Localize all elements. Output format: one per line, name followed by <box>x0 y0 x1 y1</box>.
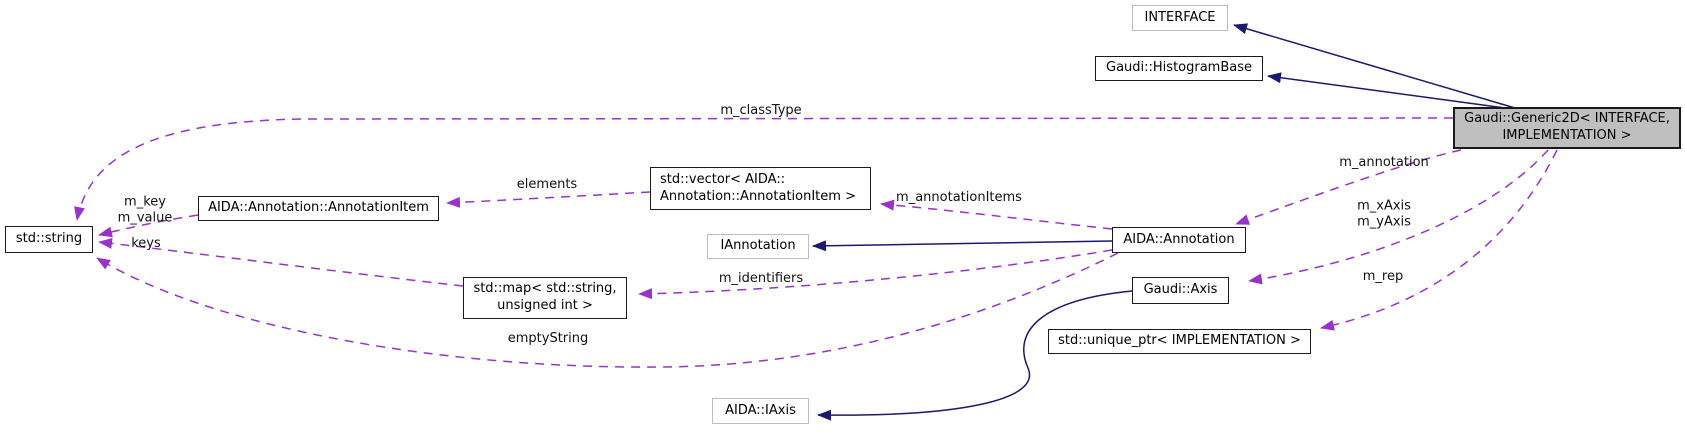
node-std-map[interactable]: std::map< std::string, unsigned int > <box>463 277 627 319</box>
node-gaudi-generic2d: Gaudi::Generic2D< INTERFACE, IMPLEMENTAT… <box>1453 107 1681 149</box>
edge-m-annotation <box>1235 149 1462 225</box>
edge-emptystring <box>96 252 1119 368</box>
edge-m-identifiers <box>638 249 1113 300</box>
edge-m-xaxis-m-yaxis <box>1248 149 1549 285</box>
edge-inherit-iannotation <box>812 240 1113 252</box>
node-std-vector-annotationitem[interactable]: std::vector< AIDA:: Annotation::Annotati… <box>650 167 871 210</box>
edge-m-classtype <box>74 117 1454 221</box>
node-aida-annotationitem[interactable]: AIDA::Annotation::AnnotationItem <box>198 196 439 221</box>
node-aida-annotation[interactable]: AIDA::Annotation <box>1112 227 1246 253</box>
edge-m-key-m-value <box>98 214 199 238</box>
node-interface[interactable]: INTERFACE <box>1132 5 1228 31</box>
node-gaudi-histogrambase[interactable]: Gaudi::HistogramBase <box>1095 56 1263 81</box>
edge-m-annotationitems <box>880 199 1113 230</box>
edge-inherit-histogrambase <box>1267 72 1506 109</box>
edge-elements <box>446 191 651 208</box>
node-aida-iaxis[interactable]: AIDA::IAxis <box>712 398 809 424</box>
node-std-unique-ptr[interactable]: std::unique_ptr< IMPLEMENTATION > <box>1048 329 1311 354</box>
edge-m-rep <box>1320 149 1558 331</box>
node-gaudi-axis[interactable]: Gaudi::Axis <box>1132 277 1229 304</box>
edge-keys <box>98 237 464 287</box>
edge-inherit-iaxis <box>817 290 1133 421</box>
edge-inherit-interface <box>1233 23 1516 109</box>
node-std-string[interactable]: std::string <box>5 226 93 253</box>
node-iannotation[interactable]: IAnnotation <box>707 234 809 259</box>
